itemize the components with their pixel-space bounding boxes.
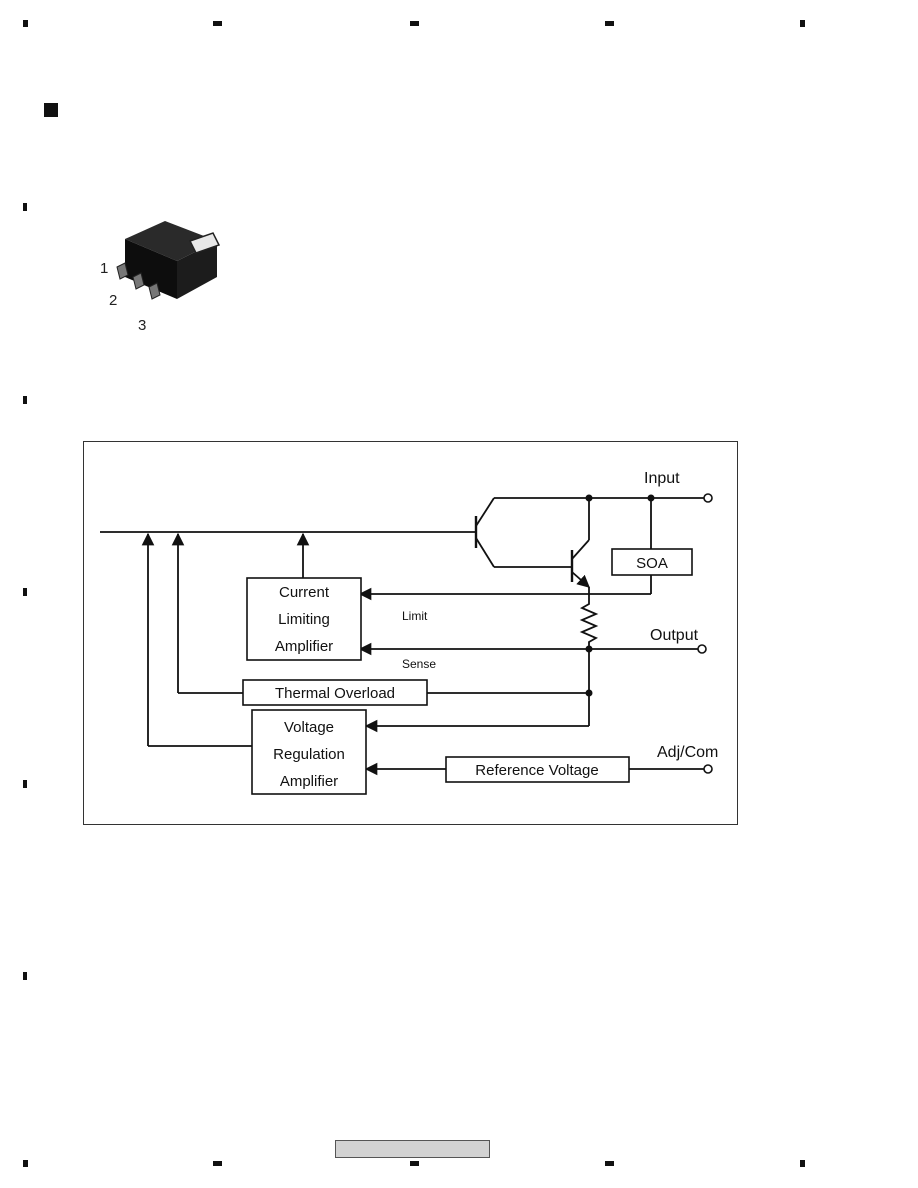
- column-mark-top-2: [410, 21, 419, 26]
- thermal-overload-block: [242, 679, 428, 706]
- input-label: Input: [644, 470, 680, 487]
- column-mark-top-3: [605, 21, 614, 26]
- column-mark-bottom-1: [213, 1161, 222, 1166]
- row-mark-4: [23, 780, 27, 788]
- voltage-regulation-label-2: Regulation: [273, 746, 345, 763]
- current-limiting-label-2: Limiting: [278, 611, 330, 628]
- limit-label: Limit: [402, 609, 428, 623]
- column-mark-bottom-3: [605, 1161, 614, 1166]
- current-limiting-label-3: Amplifier: [275, 638, 333, 655]
- sot223-package-illustration: 1 2 3: [100, 221, 221, 334]
- sense-label: Sense: [402, 657, 436, 671]
- row-mark-2: [23, 396, 27, 404]
- row-mark-3: [23, 588, 27, 596]
- section-bullet-icon: [44, 103, 58, 117]
- voltage-regulation-label-3: Amplifier: [280, 773, 338, 790]
- column-mark-bottom-2: [410, 1161, 419, 1166]
- soa-block: [611, 548, 693, 576]
- regulator-block-diagram: SOA Current Limiting Amplifier Thermal O…: [100, 470, 718, 795]
- pin-label-2: 2: [109, 292, 117, 309]
- adj-com-label: Adj/Com: [657, 744, 718, 761]
- row-mark-1: [23, 203, 27, 211]
- block-diagram-frame: SOA Current Limiting Amplifier Thermal O…: [83, 441, 738, 825]
- pin-label-1: 1: [100, 260, 108, 277]
- reference-voltage-label: Reference Voltage: [475, 762, 598, 779]
- corner-mark-top-right: [800, 20, 805, 27]
- corner-mark-top-left: [23, 20, 28, 27]
- voltage-regulation-label-1: Voltage: [284, 719, 334, 736]
- pin-label-3: 3: [138, 317, 146, 334]
- soa-label: SOA: [636, 555, 668, 572]
- footer-page-box: [335, 1140, 490, 1158]
- column-mark-top-1: [213, 21, 222, 26]
- row-mark-5: [23, 972, 27, 980]
- reference-voltage-block: [445, 756, 630, 783]
- corner-mark-bottom-left: [23, 1160, 28, 1167]
- output-label: Output: [650, 627, 699, 644]
- current-limiting-amplifier-block: [246, 577, 362, 661]
- current-limiting-label-1: Current: [279, 584, 330, 601]
- voltage-regulation-amplifier-block: [251, 709, 367, 795]
- corner-mark-bottom-right: [800, 1160, 805, 1167]
- thermal-overload-label: Thermal Overload: [275, 685, 395, 702]
